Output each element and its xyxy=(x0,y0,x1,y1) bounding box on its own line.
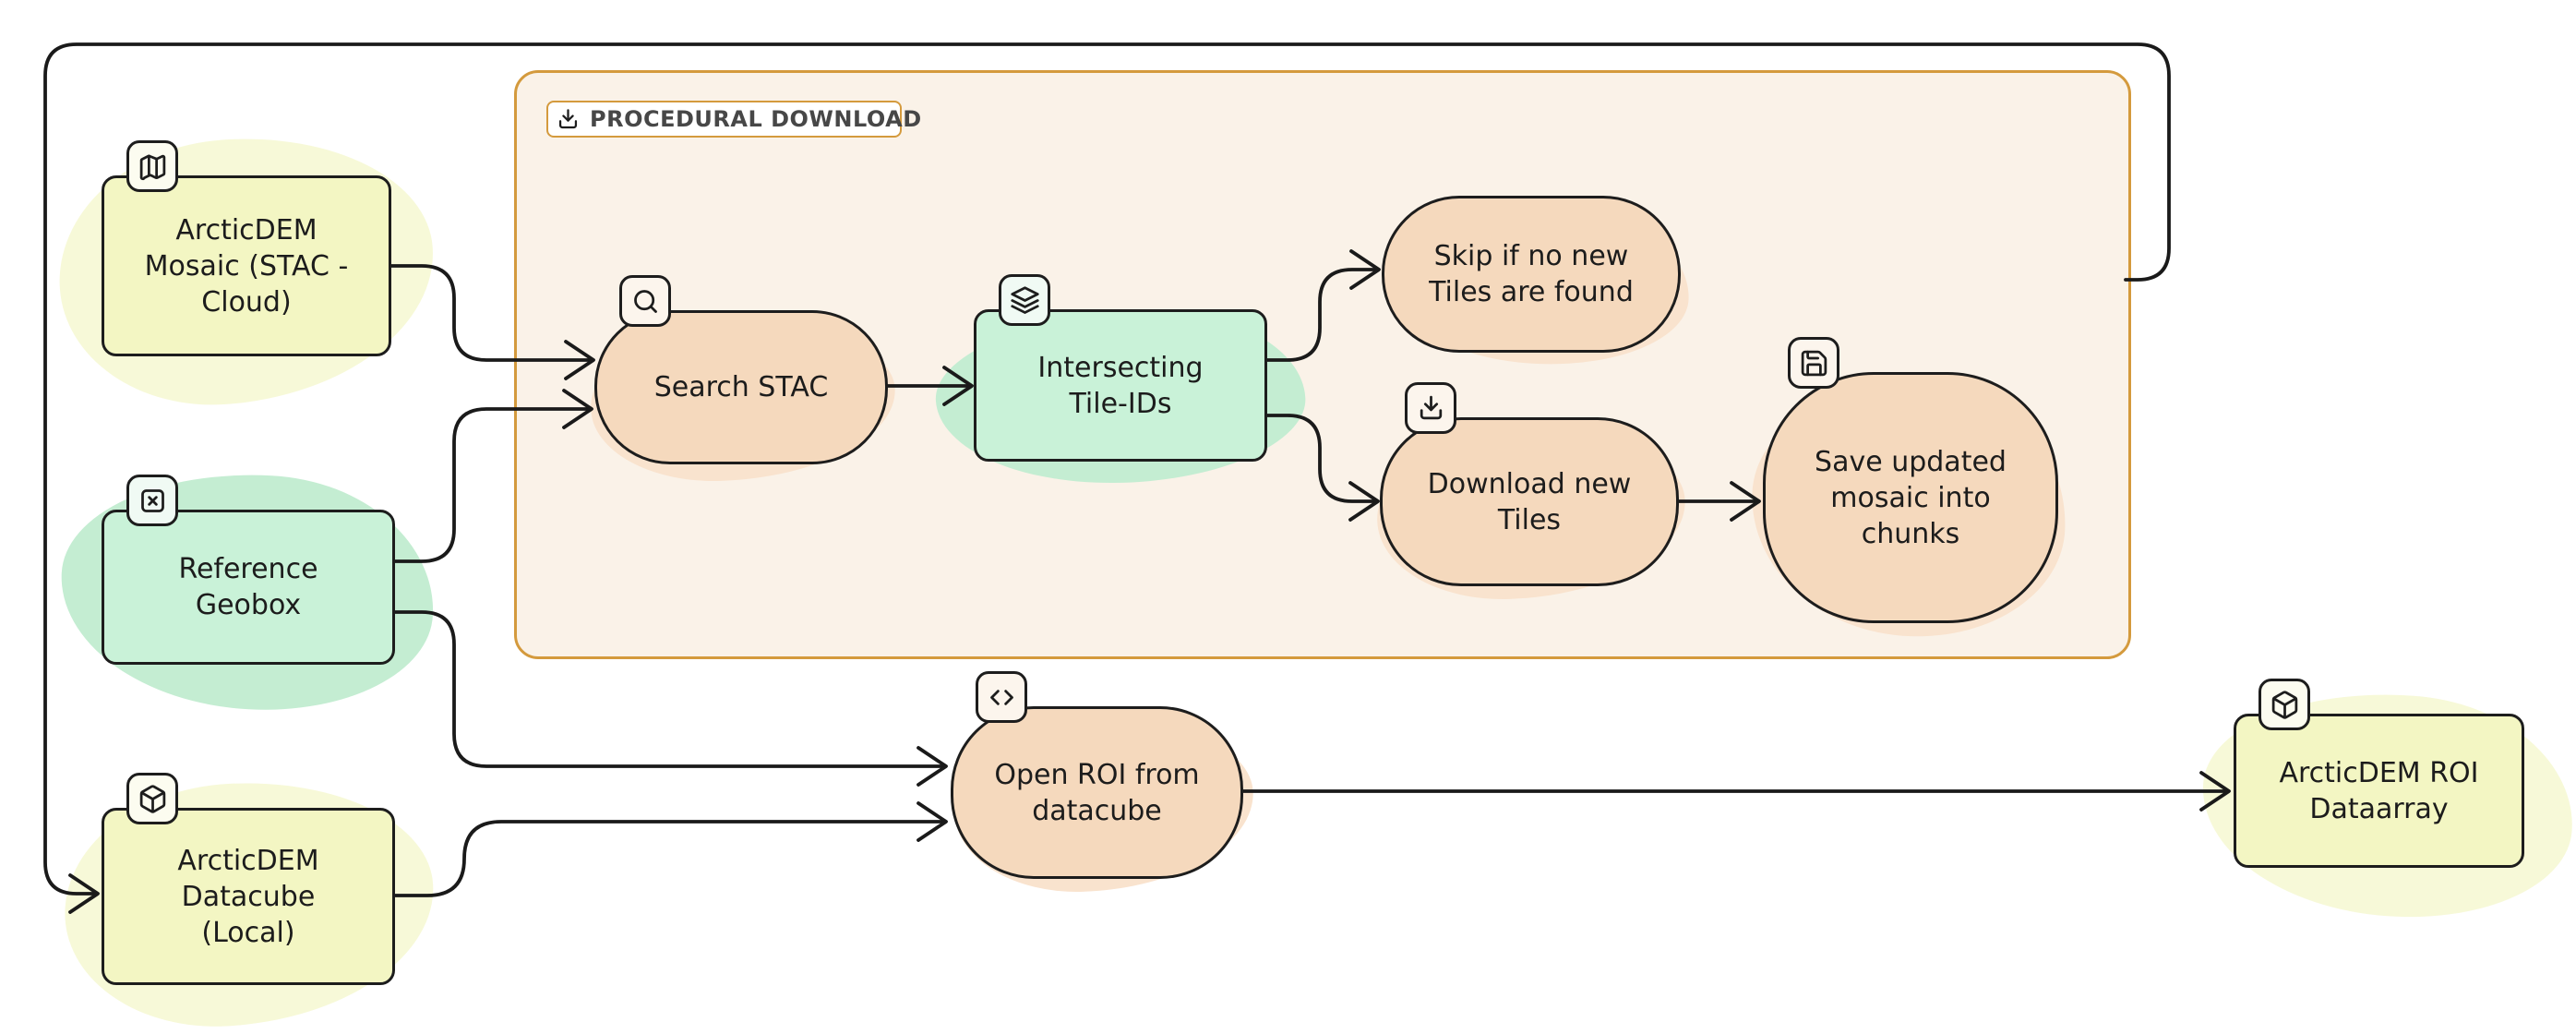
node-label: Intersecting Tile-IDs xyxy=(1037,351,1204,420)
procedural-download-label-text: PROCEDURAL DOWNLOAD xyxy=(590,106,922,132)
node-arcticdem-roi-dataarray: ArcticDEM ROI Dataarray xyxy=(2234,714,2524,868)
edge-geobox-to-openroi xyxy=(393,610,946,768)
node-label: Search STAC xyxy=(653,371,829,403)
node-label: Skip if no new Tiles are found xyxy=(1429,240,1634,308)
procedural-download-label: PROCEDURAL DOWNLOAD xyxy=(546,101,921,138)
node-reference-geobox: Reference Geobox xyxy=(102,510,395,665)
save-icon xyxy=(1788,337,1839,389)
node-save-mosaic-chunks: Save updated mosaic into chunks xyxy=(1763,372,2058,623)
node-label: Reference Geobox xyxy=(178,553,318,621)
arrowhead-mosaic-to-search xyxy=(564,340,595,380)
arrowhead-tiles-to-skip xyxy=(1349,249,1381,290)
arrowhead-container-loop-to-datacube xyxy=(68,873,100,914)
cube-icon xyxy=(126,773,178,824)
edge-tiles-to-download xyxy=(1265,414,1378,503)
node-label: Download new Tiles xyxy=(1427,467,1632,536)
arrowhead-datacube-to-openroi xyxy=(917,801,948,842)
download-icon xyxy=(556,107,581,132)
map-icon xyxy=(126,140,178,192)
arrowhead-geobox-to-openroi xyxy=(917,746,948,787)
box-x-icon xyxy=(126,475,178,526)
node-arcticdem-datacube: ArcticDEM Datacube (Local) xyxy=(102,808,395,985)
edge-mosaic-to-search xyxy=(389,264,593,362)
node-label: Save updated mosaic into chunks xyxy=(1815,445,2007,550)
arrowhead-openroi-to-dataarray xyxy=(2199,771,2231,812)
download-icon xyxy=(1405,382,1456,434)
search-icon xyxy=(619,275,671,327)
node-open-roi: Open ROI from datacube xyxy=(951,706,1243,879)
edge-geobox-to-search xyxy=(393,407,592,563)
edge-tiles-to-skip xyxy=(1265,268,1379,362)
node-label: ArcticDEM ROI Dataarray xyxy=(2279,756,2479,825)
node-skip-no-new-tiles: Skip if no new Tiles are found xyxy=(1382,196,1681,353)
arrowhead-download-to-save xyxy=(1730,481,1761,522)
node-intersecting-tile-ids: Intersecting Tile-IDs xyxy=(974,309,1267,462)
node-label: Open ROI from datacube xyxy=(994,758,1200,827)
arrowhead-search-to-tiles xyxy=(942,366,974,406)
layers-icon xyxy=(999,274,1050,326)
node-label: ArcticDEM Mosaic (STAC - Cloud) xyxy=(144,213,349,319)
node-search-stac: Search STAC xyxy=(594,310,888,464)
node-download-new-tiles: Download new Tiles xyxy=(1380,417,1679,586)
node-label: ArcticDEM Datacube (Local) xyxy=(177,844,319,949)
cube-icon xyxy=(2258,679,2310,730)
arrowhead-geobox-to-search xyxy=(562,389,593,429)
edge-container-loop-to-datacube xyxy=(43,42,2171,896)
arrowhead-tiles-to-download xyxy=(1348,481,1380,522)
node-arcticdem-mosaic: ArcticDEM Mosaic (STAC - Cloud) xyxy=(102,175,391,356)
edge-datacube-to-openroi xyxy=(393,820,946,897)
code-icon xyxy=(976,671,1027,723)
